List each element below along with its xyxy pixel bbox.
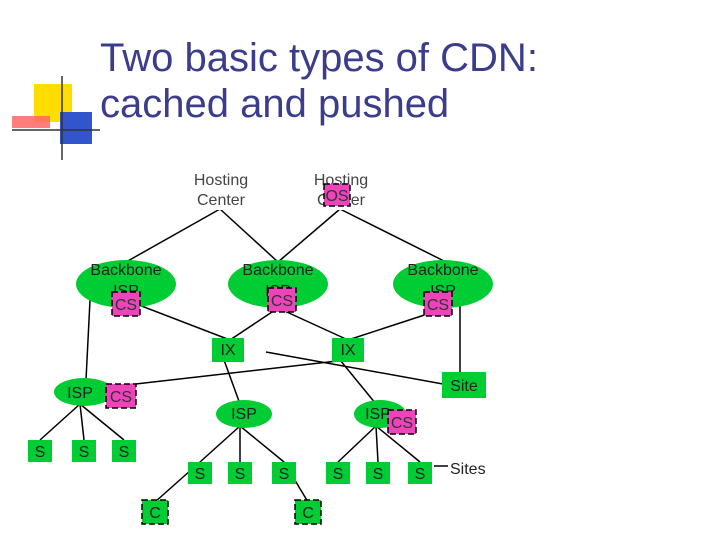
server-node: S	[188, 462, 212, 484]
server-label: S	[79, 444, 90, 461]
server-node: S	[366, 462, 390, 484]
cache-server-label: CS	[391, 415, 413, 432]
isp-left: ISP CS	[54, 378, 137, 409]
isp-right: ISP CS	[354, 400, 417, 435]
backbone-isp-center-label-1: Backbone	[242, 262, 313, 279]
isp-center: ISP	[216, 400, 272, 428]
server-node: S	[28, 440, 52, 462]
ix-right: IX	[332, 338, 364, 362]
origin-server-label: OS	[325, 188, 348, 205]
server-label: S	[35, 444, 46, 461]
server-node: S	[272, 462, 296, 484]
ix-left: IX	[212, 338, 244, 362]
backbone-isp-left: Backbone ISP CS	[76, 260, 176, 317]
server-label: S	[235, 466, 246, 483]
server-node: S	[72, 440, 96, 462]
server-label: S	[415, 466, 426, 483]
server-nodes-row-2: S S S S S S	[188, 462, 432, 484]
cache-server-label: CS	[115, 297, 137, 314]
client-node-left: C	[141, 499, 169, 525]
server-label: S	[279, 466, 290, 483]
isp-center-label: ISP	[231, 406, 257, 423]
cache-server-box	[423, 291, 453, 317]
client-label: C	[149, 505, 161, 522]
cache-server-label: CS	[110, 389, 132, 406]
hosting-center-1-label-1: Hosting	[194, 172, 248, 189]
slide-title-line-1: Two basic types of CDN:	[100, 36, 538, 80]
cache-server-box	[111, 291, 141, 317]
hosting-center-2: Hosting Center OS	[306, 168, 376, 210]
hosting-center-1: Hosting Center	[186, 168, 256, 210]
cache-server-box	[387, 409, 417, 435]
cache-server-box	[267, 287, 297, 313]
title-decoration	[12, 76, 100, 160]
cache-server-box	[105, 383, 137, 409]
isp-right-label: ISP	[365, 406, 391, 423]
cache-server-label: CS	[427, 297, 449, 314]
server-node: S	[326, 462, 350, 484]
server-label: S	[373, 466, 384, 483]
backbone-isp-center: Backbone ISP CS	[228, 260, 328, 313]
slide-title-line-2: cached and pushed	[100, 82, 450, 126]
sites-label: Sites	[450, 461, 486, 478]
site: Site	[442, 372, 486, 398]
backbone-isp-right: Backbone ISP CS	[393, 260, 493, 317]
ix-right-label: IX	[340, 342, 355, 359]
client-node-right: C	[294, 499, 322, 525]
server-node: S	[112, 440, 136, 462]
server-label: S	[195, 466, 206, 483]
server-node: S	[408, 462, 432, 484]
client-label: C	[302, 505, 314, 522]
ix-left-label: IX	[220, 342, 235, 359]
server-node: S	[228, 462, 252, 484]
cache-server-label: CS	[271, 293, 293, 310]
network-links	[39, 208, 461, 503]
origin-server-box	[323, 183, 351, 207]
server-label: S	[333, 466, 344, 483]
server-nodes-row-1: S S S	[28, 440, 136, 462]
site-label: Site	[450, 378, 478, 395]
backbone-isp-right-label-1: Backbone	[407, 262, 478, 279]
server-label: S	[119, 444, 130, 461]
hosting-center-1-label-2: Center	[197, 192, 246, 209]
backbone-isp-left-label-1: Backbone	[90, 262, 161, 279]
isp-left-label: ISP	[67, 385, 93, 402]
